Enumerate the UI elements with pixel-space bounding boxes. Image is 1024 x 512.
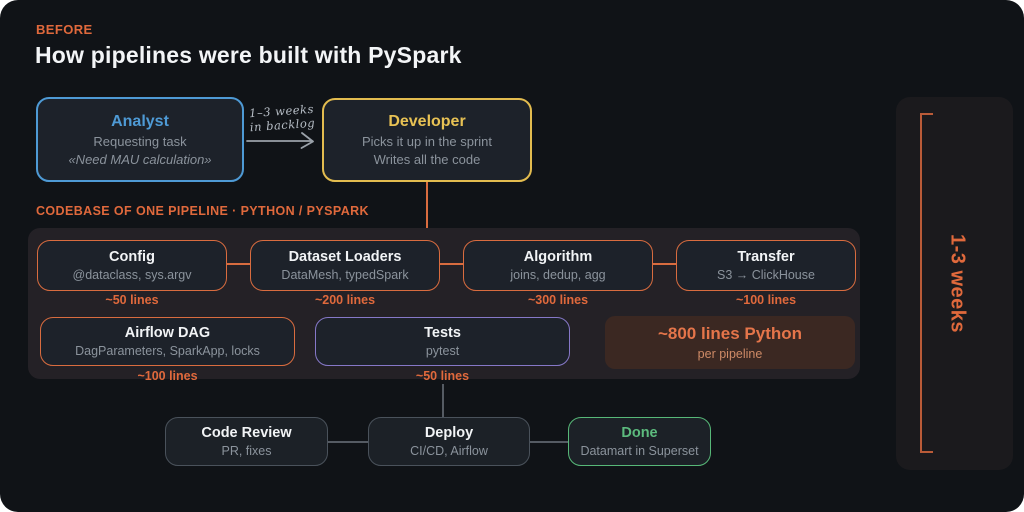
- timeline-bracket: [920, 113, 933, 453]
- algorithm-lines-label: ~300 lines: [527, 293, 589, 307]
- connector: [328, 441, 368, 443]
- analyst-title: Analyst: [111, 112, 169, 130]
- dataset-loaders-box: Dataset Loaders DataMesh, typedSpark: [250, 240, 440, 291]
- deploy-box: Deploy CI/CD, Airflow: [368, 417, 530, 466]
- developer-line1: Picks it up in the sprint: [361, 134, 493, 149]
- eyebrow-label: BEFORE: [36, 22, 93, 37]
- developer-box: Developer Picks it up in the sprint Writ…: [322, 98, 532, 182]
- transfer-lines-label: ~100 lines: [735, 293, 797, 307]
- connector: [440, 263, 463, 265]
- transfer-box: Transfer S3 → ClickHouse: [676, 240, 856, 291]
- page-title: How pipelines were built with PySpark: [35, 42, 462, 68]
- developer-panel-connector: [426, 182, 428, 229]
- connector: [530, 441, 568, 443]
- tests-box: Tests pytest: [315, 317, 570, 366]
- timeline-label: 1-3 weeks: [946, 233, 969, 333]
- config-lines-label: ~50 lines: [105, 293, 159, 307]
- code-review-box: Code Review PR, fixes: [165, 417, 328, 466]
- total-lines-subtitle: per pipeline: [697, 347, 763, 361]
- analyst-line2: «Need MAU calculation»: [68, 151, 212, 167]
- connector: [653, 263, 676, 265]
- algorithm-box: Algorithm joins, dedup, agg: [463, 240, 653, 291]
- codebase-section-label: CODEBASE OF ONE PIPELINE · PYTHON / PYSP…: [36, 204, 369, 218]
- analyst-box: Analyst Requesting task «Need MAU calcul…: [36, 97, 244, 182]
- airflow-dag-box: Airflow DAG DagParameters, SparkApp, loc…: [40, 317, 295, 366]
- done-box: Done Datamart in Superset: [568, 417, 711, 466]
- analyst-line1: Requesting task: [93, 133, 187, 149]
- total-lines-title: ~800 lines Python: [657, 324, 803, 343]
- developer-line2: Writes all the code: [373, 152, 481, 167]
- airflow-dag-lines-label: ~100 lines: [137, 369, 198, 383]
- connector: [227, 263, 250, 265]
- tests-deploy-connector: [442, 384, 444, 417]
- dataset-loaders-lines-label: ~200 lines: [314, 293, 376, 307]
- developer-title: Developer: [388, 113, 466, 130]
- total-lines-box: ~800 lines Python per pipeline: [605, 316, 855, 369]
- timeline-panel: [896, 97, 1013, 470]
- config-box: Config @dataclass, sys.argv: [37, 240, 227, 291]
- tests-lines-label: ~50 lines: [415, 369, 470, 383]
- arrow-right-icon: [246, 132, 314, 149]
